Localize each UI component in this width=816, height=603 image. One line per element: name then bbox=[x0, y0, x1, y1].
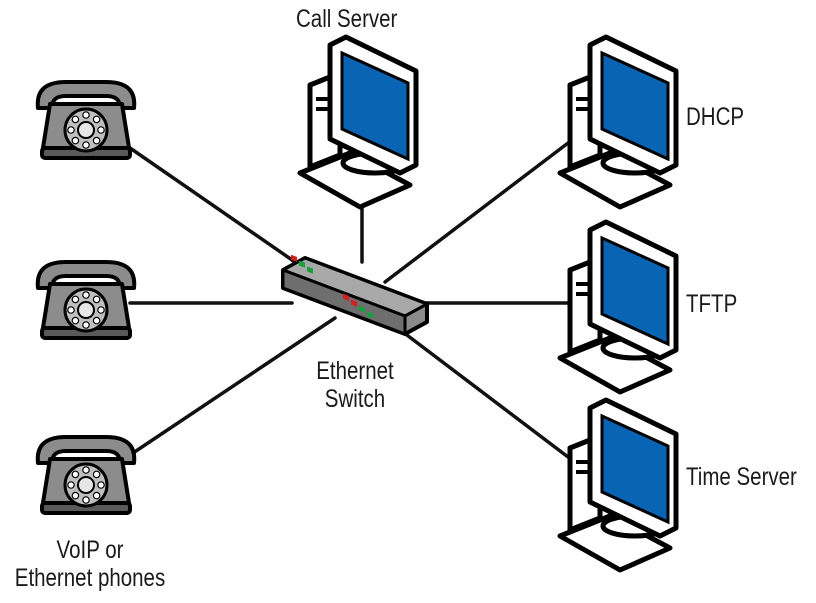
phones-label-line1: VoIP or bbox=[56, 536, 124, 564]
dhcp-label: DHCP bbox=[686, 103, 745, 131]
phones-label: VoIP or Ethernet phones bbox=[8, 536, 172, 592]
phone-icon bbox=[35, 80, 137, 160]
link-phone-3 bbox=[128, 316, 337, 457]
switch-icon bbox=[281, 254, 429, 336]
switch-label-line2: Switch bbox=[324, 385, 386, 413]
switch-label-line1: Ethernet bbox=[316, 357, 394, 385]
time-server-label: Time Server bbox=[686, 463, 797, 491]
link-dhcp bbox=[383, 138, 574, 284]
phone-icon bbox=[35, 435, 137, 515]
computer-icon bbox=[560, 222, 676, 392]
call-server-label: Call Server bbox=[296, 5, 398, 33]
switch-label: Ethernet Switch bbox=[302, 357, 409, 413]
links bbox=[128, 138, 574, 462]
link-phone-1 bbox=[128, 146, 297, 264]
phone-icon bbox=[35, 260, 137, 340]
computer-icon bbox=[560, 400, 676, 570]
link-time-server bbox=[393, 324, 574, 462]
computer-icon bbox=[560, 37, 676, 207]
tftp-label: TFTP bbox=[686, 290, 738, 318]
phones-label-line2: Ethernet phones bbox=[14, 564, 166, 592]
computer-icon bbox=[300, 37, 416, 207]
